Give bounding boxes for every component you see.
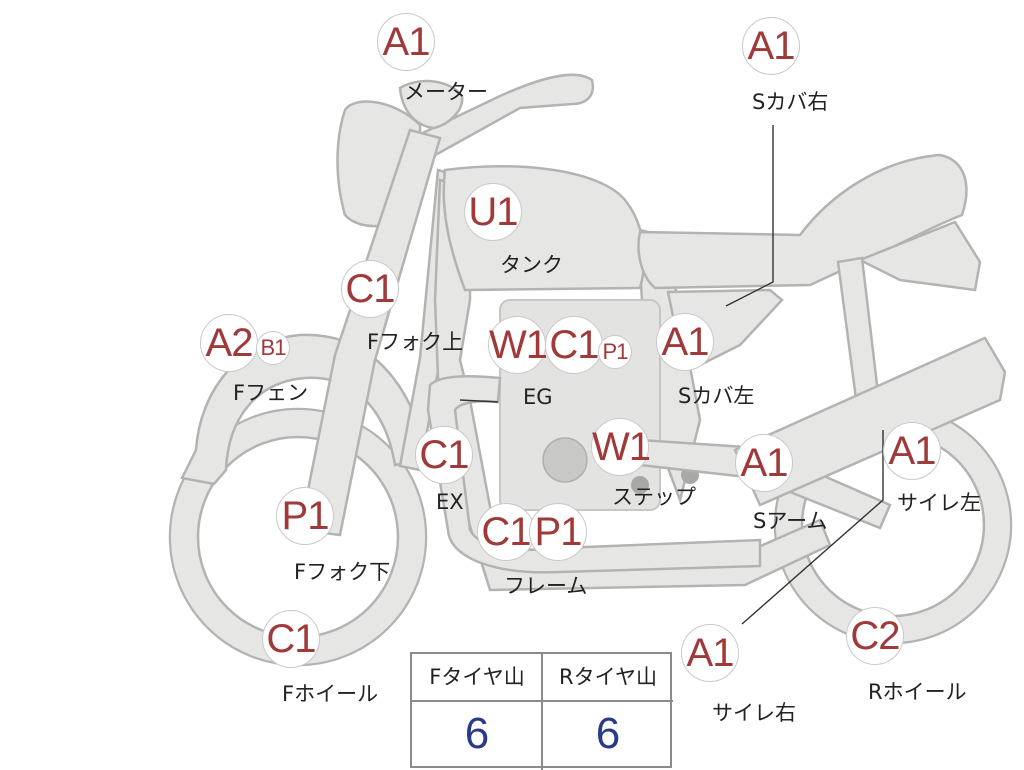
- seat-graphic: [637, 153, 968, 290]
- f-fork-lower-code-badge: P1: [276, 487, 334, 545]
- rear-tire-tread-value: 6: [595, 709, 621, 758]
- f-wheel-code-badge: C1: [262, 610, 320, 668]
- engine-code3-badge: P1: [598, 335, 632, 369]
- swing-arm-code-badge: A1: [735, 434, 793, 492]
- f-fender-code2-badge: B1: [256, 331, 290, 365]
- engine-label: EG: [523, 385, 553, 409]
- s-cover-left-code-badge: A1: [656, 313, 714, 371]
- front-fork-graphic: [298, 128, 442, 537]
- f-fork-lower-label: Fフォク下: [294, 560, 391, 584]
- meter-label: メーター: [404, 80, 488, 104]
- silencer-graphic: [733, 336, 1007, 507]
- tank-code-badge: U1: [464, 183, 522, 241]
- silencer-left-label: サイレ左: [897, 491, 981, 515]
- silencer-left-code-badge: A1: [883, 422, 941, 480]
- exhaust-code-badge: C1: [415, 426, 473, 484]
- f-fork-upper-label: Fフォク上: [367, 330, 464, 354]
- front-tire-tread-value: 6: [464, 709, 490, 758]
- s-cover-right-code-badge: A1: [742, 17, 800, 75]
- f-fender-label: Fフェン: [233, 381, 309, 405]
- r-wheel-code-badge: C2: [846, 607, 904, 665]
- meter-code-badge: A1: [377, 13, 435, 71]
- rear-tire-tread-header: Rタイヤ山: [543, 654, 673, 702]
- tire-tread-table: Fタイヤ山 Rタイヤ山 6 6: [410, 652, 673, 770]
- front-tire-tread-header: Fタイヤ山: [412, 654, 542, 702]
- s-cover-left-label: Sカバ左: [678, 384, 755, 408]
- meter-graphic: [398, 79, 464, 130]
- r-wheel-label: Rホイール: [868, 680, 967, 704]
- engine-cover-graphic: [542, 437, 588, 483]
- handlebar-graphic: [405, 73, 595, 160]
- step-label: ステップ: [612, 485, 696, 509]
- silencer-right-code-badge: A1: [681, 624, 739, 682]
- frame-code2-badge: P1: [529, 503, 587, 561]
- tank-label: タンク: [500, 253, 563, 277]
- step-code-badge: W1: [591, 418, 651, 476]
- f-wheel-label: Fホイール: [282, 682, 379, 706]
- f-fork-upper-code-badge: C1: [341, 260, 399, 318]
- engine-code-badge: W1: [488, 316, 548, 374]
- swing-arm-label: Sアーム: [753, 509, 828, 533]
- silencer-right-label: サイレ右: [712, 701, 796, 725]
- tail-graphic: [856, 220, 982, 292]
- frame-label: フレーム: [504, 574, 588, 598]
- f-fender-code-badge: A2: [200, 314, 258, 372]
- step-peg-graphic: [631, 476, 649, 494]
- s-cover-right-label: Sカバ右: [752, 90, 829, 114]
- s-cover-right-leader: [725, 125, 774, 307]
- frame-code-badge: C1: [477, 503, 535, 561]
- table-column-divider: [541, 654, 543, 770]
- exhaust-label: EX: [436, 490, 464, 514]
- engine-leader: [459, 399, 499, 403]
- engine-code2-badge: C1: [545, 316, 603, 374]
